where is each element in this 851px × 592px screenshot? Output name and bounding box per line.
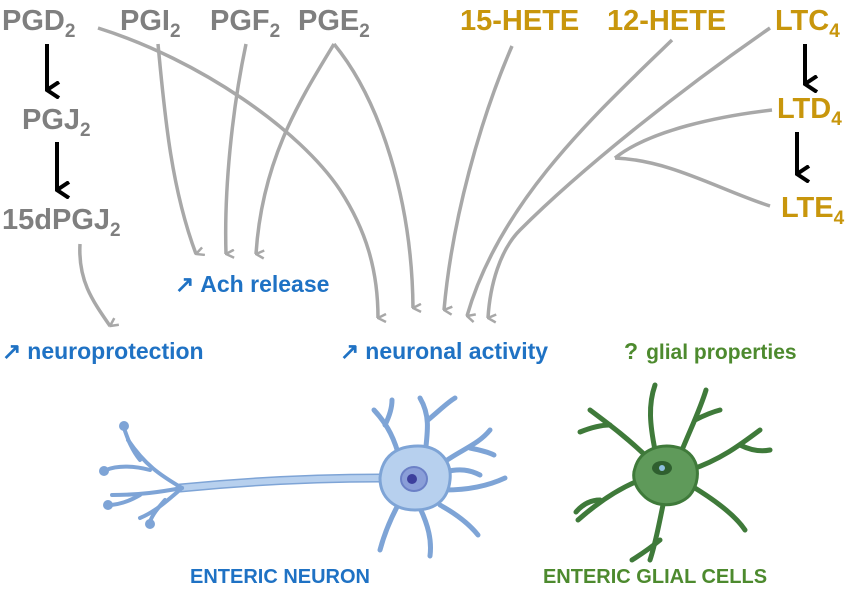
- enteric-neuron-label: ENTERIC NEURON: [190, 566, 370, 588]
- glial-properties-label: ?glial properties: [624, 338, 797, 364]
- increase-arrow-icon: ↗: [175, 271, 194, 297]
- ltc4-to-neuronal-arrow: [486, 26, 771, 318]
- ltc4-label: LTC4: [775, 5, 840, 42]
- pgf2-to-ach-arrow: [223, 43, 248, 254]
- ltd4-label: LTD4: [777, 93, 842, 130]
- enteric-glial-cells-label: ENTERIC GLIAL CELLS: [543, 566, 767, 588]
- pgf2-label: PGF2: [210, 5, 280, 42]
- pge2-to-neuronal-arrow: [332, 42, 413, 308]
- lte4-to-merge-line: [614, 156, 771, 208]
- 15dpgj2-label: 15dPGJ2: [2, 204, 121, 241]
- increase-arrow-icon: ↗: [2, 338, 21, 364]
- pgd2-to-neuronal-arrow: [97, 26, 378, 318]
- pge2-to-ach-arrow: [254, 43, 336, 254]
- question-mark-icon: ?: [624, 338, 638, 364]
- ach-release-label: ↗Ach release: [175, 271, 329, 297]
- increase-arrow-icon: ↗: [340, 338, 359, 364]
- pgi2-to-ach-arrow: [156, 43, 196, 254]
- ltd4-to-merge-line: [613, 108, 773, 160]
- enteric-neuron-illustration: [99, 395, 508, 559]
- pgj2-label: PGJ2: [22, 104, 91, 141]
- neuroprotection-label: ↗neuroprotection: [2, 338, 204, 364]
- neuronal-activity-label: ↗neuronal activity: [340, 338, 548, 364]
- 12-hete-to-neuronal-arrow: [467, 38, 674, 316]
- pgd2-label: PGD2: [2, 5, 75, 42]
- pge2-label: PGE2: [298, 5, 370, 42]
- lte4-label: LTE4: [781, 192, 845, 229]
- 15-hete-to-neuronal-arrow: [442, 45, 514, 310]
- enteric-glial-cell-illustration: [573, 382, 773, 563]
- 12-hete-label: 12-HETE: [607, 5, 726, 37]
- 15-hete-label: 15-HETE: [460, 5, 579, 37]
- 15dpgj2-to-neuroprotection-arrow: [78, 243, 110, 326]
- pgi2-label: PGI2: [120, 5, 181, 42]
